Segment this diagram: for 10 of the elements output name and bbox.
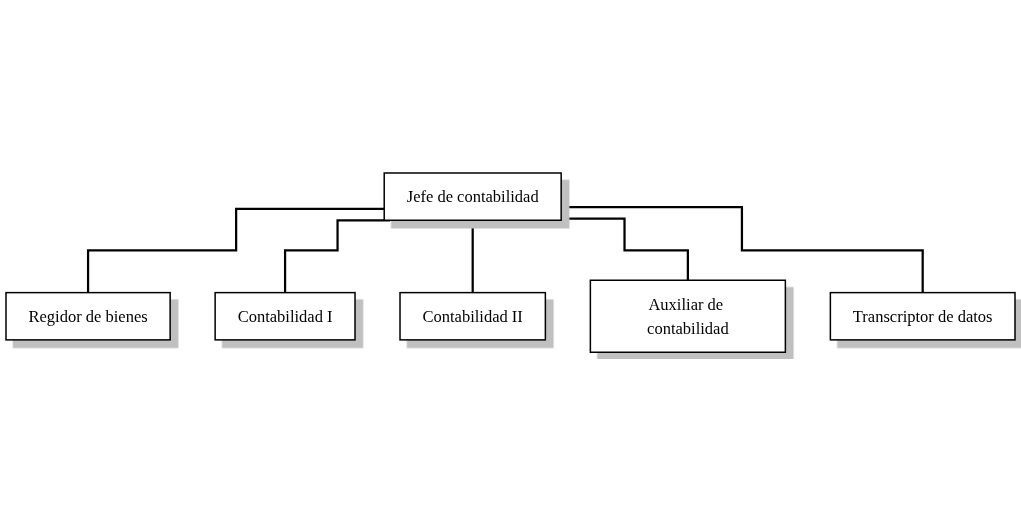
connector bbox=[471, 219, 474, 295]
node-box: Jefe de contabilidad bbox=[383, 172, 562, 222]
connector bbox=[561, 206, 924, 295]
node-box: Contabilidad I bbox=[214, 292, 356, 341]
connector bbox=[86, 208, 385, 295]
node-box: Contabilidad II bbox=[399, 292, 547, 341]
node-box: Transcriptor de datos bbox=[829, 292, 1016, 341]
node-box: Auxiliar de contabilidad bbox=[589, 279, 787, 354]
connector bbox=[561, 217, 689, 282]
node-box: Regidor de bienes bbox=[5, 292, 171, 341]
